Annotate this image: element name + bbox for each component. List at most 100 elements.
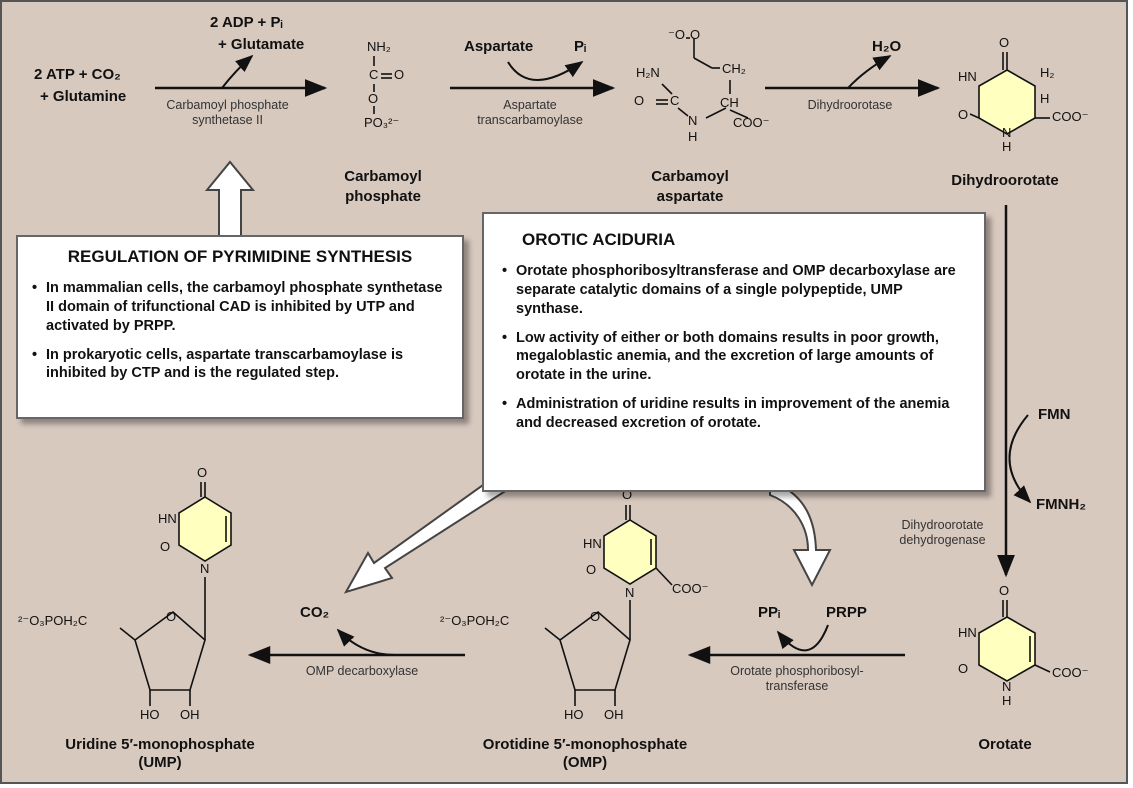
cp-atom-nh2: NH₂: [367, 39, 391, 54]
enzyme-label-dihydroorotase: Dihydroorotase: [807, 98, 893, 112]
dho-atom-nh: H: [1002, 139, 1012, 154]
orotic-aciduria-box: OROTIC ACIDURIA Orotate phosphoribosyltr…: [482, 212, 986, 492]
side-arrow-fmn: [1008, 414, 1032, 504]
step4-substrate-fmn: FMN: [1038, 406, 1071, 423]
regulation-title: REGULATION OF PYRIMIDINE SYNTHESIS: [67, 247, 413, 266]
ump-atom-phosphate: ²⁻O₃POH₂C: [18, 613, 88, 628]
step3-product-water: H₂O: [872, 38, 902, 55]
omp-atom-ring-o: O: [590, 609, 601, 624]
side-product-arrow-co2: [336, 628, 396, 656]
ca-atom-ch: CH: [720, 95, 739, 110]
enzyme-label-cps2: Carbamoyl phosphate synthetase II: [166, 98, 289, 127]
oro-atom-o-top: O: [999, 583, 1010, 598]
step1-product-glutamate: + Glutamate: [218, 36, 305, 53]
oro-atom-n: N: [1002, 679, 1012, 694]
orotic-bullet-3: Administration of uridine results in imp…: [502, 395, 968, 433]
step1-substrate-atp: 2 ATP + CO₂: [34, 66, 121, 83]
ump-atom-n: N: [200, 561, 210, 576]
ump-atom-hn: HN: [158, 511, 177, 526]
compound-name-dihydroorotate: Dihydroorotate: [951, 172, 1059, 189]
side-arrow-prpp: [776, 624, 829, 652]
compound-name-carbamoyl-aspartate-1: Carbamoyl: [651, 168, 729, 185]
compound-name-orotate: Orotate: [978, 736, 1032, 753]
dho-atom-h2: H₂: [1040, 65, 1055, 80]
compound-name-omp-2: (OMP): [562, 754, 608, 771]
dho-atom-o-left: O: [958, 107, 969, 122]
regulation-box: REGULATION OF PYRIMIDINE SYNTHESIS In ma…: [16, 235, 464, 419]
step6-product-co2: CO₂: [300, 604, 330, 621]
compound-name-carbamoyl-aspartate-2: aspartate: [656, 188, 724, 205]
regulation-bullet-2: In prokaryotic cells, aspartate transcar…: [32, 346, 448, 384]
ump-atom-ho: HO: [140, 707, 160, 722]
ump-atom-o-left: O: [160, 539, 171, 554]
omp-atom-o-top: O: [622, 487, 633, 502]
cp-atom-c: C: [369, 67, 379, 82]
oro-atom-coo: COO⁻: [1052, 665, 1089, 680]
ump-atom-oh: OH: [180, 707, 200, 722]
orotic-bullet-1: Orotate phosphoribosyltransferase and OM…: [502, 262, 968, 319]
side-product-arrow-adp: [221, 54, 254, 89]
step4-product-fmnh2: FMNH₂: [1036, 496, 1086, 513]
compound-name-omp-1: Orotidine 5′-monophosphate: [482, 736, 688, 753]
step5-product-ppi: PPᵢ: [758, 604, 781, 621]
ca-atom-ch2: CH₂: [722, 61, 746, 76]
regulation-bullet-1: In mammalian cells, the carbamoyl phosph…: [32, 279, 448, 336]
step1-substrate-glutamine: + Glutamine: [40, 88, 127, 105]
omp-atom-phosphate: ²⁻O₃POH₂C: [440, 613, 510, 628]
ca-atom-o-dbl: O: [690, 27, 701, 42]
cp-atom-o2: O: [368, 91, 379, 106]
step2-product-pi: Pᵢ: [574, 38, 587, 55]
dihydroorotate-ring: [969, 52, 1050, 135]
dho-atom-o-top: O: [999, 35, 1010, 50]
ca-atom-h: H: [688, 129, 698, 144]
omp-atom-hn: HN: [583, 536, 602, 551]
orotate-ring: [978, 600, 1051, 682]
dho-atom-h: H: [1040, 91, 1050, 106]
oro-atom-hn: HN: [958, 625, 977, 640]
ca-atom-h2n: H₂N: [636, 65, 660, 80]
omp-atom-ho: HO: [564, 707, 584, 722]
enzyme-label-dhodh: Dihydroorotate dehydrogenase: [899, 518, 986, 547]
ump-ring: [119, 482, 232, 706]
orotic-bullet-2: Low activity of either or both domains r…: [502, 329, 968, 386]
compound-name-carbamoyl-phosphate-1: Carbamoyl: [344, 168, 422, 185]
enzyme-label-odc: OMP decarboxylase: [305, 664, 419, 678]
orotic-callout-pointer-right: [769, 487, 832, 588]
omp-atom-o-left: O: [586, 562, 597, 577]
oro-atom-o-left: O: [958, 661, 969, 676]
ca-atom-coo: COO⁻: [733, 115, 770, 130]
ca-atom-n: N: [688, 113, 698, 128]
cp-atom-po3: PO₃²⁻: [364, 115, 400, 130]
side-arrow-aspartate-pi: [507, 60, 584, 81]
compound-name-ump-1: Uridine 5′-monophosphate: [65, 736, 255, 753]
ca-atom-o-minus: ⁻O: [668, 27, 685, 42]
ca-atom-c: C: [670, 93, 680, 108]
ump-atom-ring-o: O: [166, 609, 177, 624]
step1-product-adp: 2 ADP + Pᵢ: [210, 14, 283, 31]
ca-atom-o: O: [634, 93, 645, 108]
omp-atom-n: N: [625, 585, 635, 600]
dho-atom-coo: COO⁻: [1052, 109, 1089, 124]
omp-ring: [544, 505, 673, 706]
orotic-callout-pointer-left: [343, 478, 513, 594]
carbamoyl-phosphate-bonds: [373, 56, 392, 114]
omp-atom-oh: OH: [604, 707, 624, 722]
compound-name-carbamoyl-phosphate-2: phosphate: [345, 188, 421, 205]
cp-atom-o: O: [394, 67, 405, 82]
side-product-arrow-water: [847, 55, 892, 89]
enzyme-label-oprt: Orotate phosphoribosyl-transferase: [730, 664, 864, 693]
step2-substrate-aspartate: Aspartate: [464, 38, 534, 55]
regulation-callout-arrow: [204, 160, 256, 239]
dho-atom-hn: HN: [958, 69, 977, 84]
dho-atom-n: N: [1002, 125, 1012, 140]
carbamoyl-aspartate-bonds: [656, 37, 749, 119]
ump-atom-o-top: O: [197, 465, 208, 480]
omp-atom-coo: COO⁻: [672, 581, 709, 596]
step5-substrate-prpp: PRPP: [826, 604, 867, 621]
compound-name-ump-2: (UMP): [138, 754, 182, 771]
oro-atom-h: H: [1002, 693, 1012, 708]
enzyme-label-atcase: Aspartate transcarbamoylase: [477, 98, 583, 127]
orotic-title: OROTIC ACIDURIA: [522, 230, 676, 249]
